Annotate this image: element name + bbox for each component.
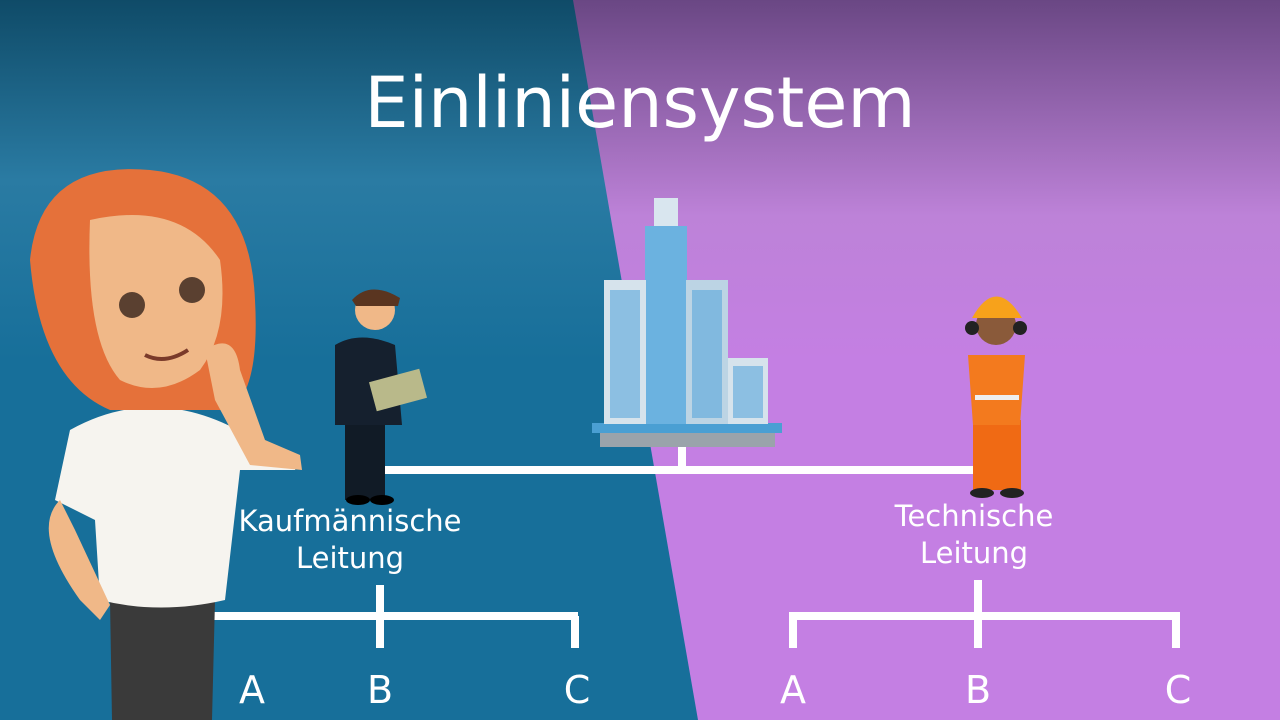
unit-a-right: A <box>780 668 806 712</box>
org-chart-lines <box>200 445 1180 648</box>
unit-c-right: C <box>1164 668 1192 712</box>
presenter-woman-icon <box>30 169 302 720</box>
department-name-line2: Leitung <box>919 536 1029 570</box>
department-name-line2: Leitung <box>295 541 405 575</box>
unit-c-left: C <box>563 668 591 712</box>
construction-worker-icon <box>965 296 1027 498</box>
page-title: Einliniensystem <box>364 62 916 144</box>
department-name-line1: Kaufmännische <box>238 504 462 538</box>
businessman-icon <box>335 289 427 505</box>
department-name-line1: Technische <box>894 499 1054 533</box>
unit-a-left: A <box>239 668 265 712</box>
unit-b-left: B <box>366 668 394 712</box>
unit-b-right: B <box>964 668 992 712</box>
office-building-icon <box>592 198 782 447</box>
right-panel <box>573 0 1280 720</box>
department-label-technisch: Technische Leitung <box>824 498 1124 572</box>
department-label-kaufmaennisch: Kaufmännische Leitung <box>200 503 500 577</box>
